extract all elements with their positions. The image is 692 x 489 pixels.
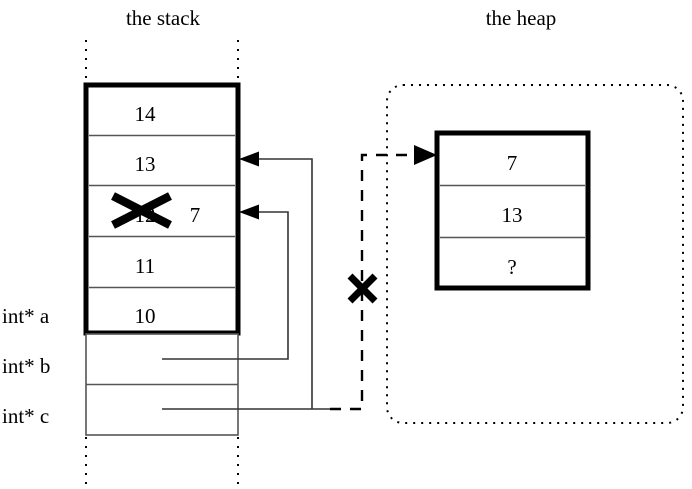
stack-cell-value-2-replacement: 7 <box>190 203 201 227</box>
stack-cell-value-1: 13 <box>135 152 156 176</box>
pointer-arrow-b <box>162 204 289 360</box>
heap-title: the heap <box>486 6 557 30</box>
heap-block <box>434 130 591 291</box>
stack-pointer-cells <box>85 333 239 436</box>
var-label-c: int* c <box>2 404 49 428</box>
stack-cell-value-3: 11 <box>135 254 155 278</box>
stack-title: the stack <box>126 6 201 30</box>
invalid-pointer-x-icon <box>347 273 378 304</box>
dangling-pointer-dashed-path <box>330 145 437 411</box>
stack-cell-value-0: 14 <box>135 102 157 126</box>
stack-frame-box <box>83 82 241 336</box>
stack-extent-dotted-bottom <box>85 437 239 484</box>
struck-out-x-icon <box>111 192 172 229</box>
var-label-a: int* a <box>2 304 50 328</box>
heap-cell-value-0: 7 <box>507 151 518 175</box>
var-label-b: int* b <box>2 354 50 378</box>
stack-extent-dotted-top <box>85 40 239 84</box>
pointer-arrow-a <box>239 151 313 409</box>
heap-cell-value-1: 13 <box>502 203 523 227</box>
stack-cell-value-4: 10 <box>135 304 156 328</box>
heap-cell-value-2: ? <box>507 255 516 279</box>
heap-region-outline <box>386 84 684 424</box>
